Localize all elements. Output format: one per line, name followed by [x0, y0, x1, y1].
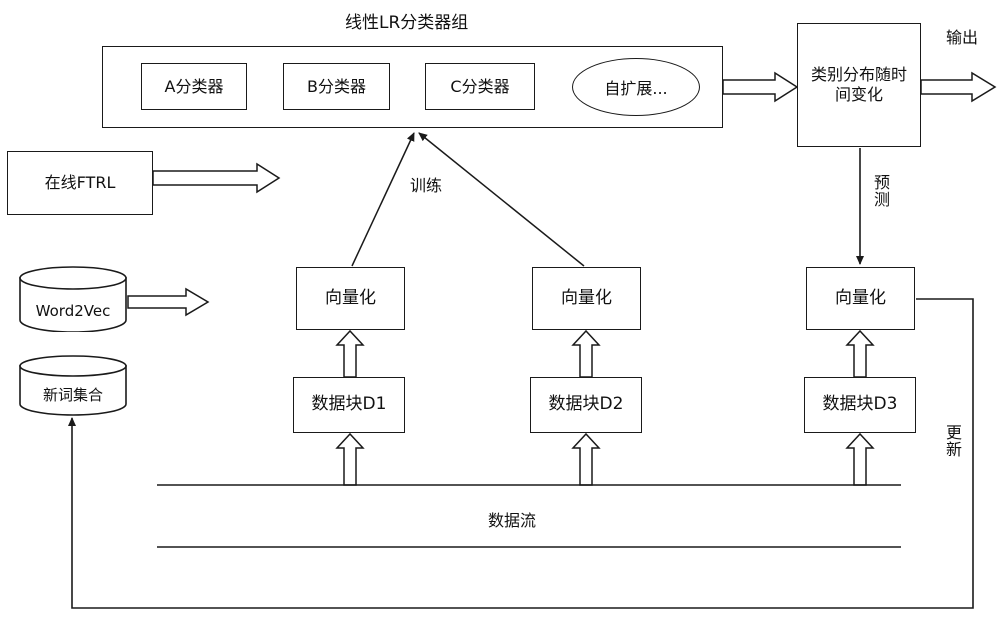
online-ftrl-label: 在线FTRL — [44, 173, 116, 192]
classifier-self-extend-ellipse[interactable]: 自扩展... — [572, 58, 700, 116]
arrow-stream-to-d1 — [335, 432, 365, 486]
classifier-a-box[interactable]: A分类器 — [141, 63, 247, 110]
data-block-1-label: 数据块D1 — [311, 394, 387, 415]
new-word-set-cylinder[interactable]: 新词集合 — [18, 355, 128, 417]
classifier-a-label: A分类器 — [164, 76, 224, 96]
vectorize-box-3[interactable]: 向量化 — [806, 267, 915, 330]
vectorize-1-label: 向量化 — [325, 287, 376, 308]
data-block-2-label: 数据块D2 — [548, 394, 624, 415]
classifier-self-extend-label: 自扩展... — [604, 79, 668, 98]
classifier-c-label: C分类器 — [450, 76, 510, 96]
vectorize-3-label: 向量化 — [835, 287, 886, 308]
page-title: 线性LR分类器组 — [345, 13, 469, 33]
predict-label: 预测 — [871, 174, 890, 208]
vectorize-2-label: 向量化 — [561, 287, 612, 308]
arrow-ftrl-out — [152, 162, 281, 194]
arrow-update-feedback — [68, 298, 974, 609]
arrow-d1-to-vectorize — [335, 329, 365, 378]
word2vec-label: Word2Vec — [35, 302, 111, 320]
classifier-c-box[interactable]: C分类器 — [425, 63, 535, 110]
classifier-b-box[interactable]: B分类器 — [283, 63, 390, 110]
word2vec-cylinder[interactable]: Word2Vec — [18, 266, 128, 332]
arrow-output — [920, 71, 997, 103]
new-word-set-label: 新词集合 — [42, 386, 103, 404]
data-block-box-3[interactable]: 数据块D3 — [804, 377, 916, 433]
data-stream-label: 数据流 — [488, 511, 537, 530]
data-stream-band — [157, 484, 901, 548]
arrow-train-left — [351, 132, 415, 267]
update-label: 更新 — [943, 424, 962, 458]
arrow-d2-to-vectorize — [571, 329, 601, 378]
arrow-train-right — [418, 132, 585, 267]
class-distribution-box[interactable]: 类别分布随时 间变化 — [797, 23, 921, 147]
arrow-stream-to-d2 — [571, 432, 601, 486]
data-block-3-label: 数据块D3 — [822, 394, 898, 415]
arrow-word2vec-out — [127, 287, 210, 317]
arrow-group-to-distribution — [722, 71, 799, 103]
data-block-box-2[interactable]: 数据块D2 — [530, 377, 642, 433]
output-label: 输出 — [946, 28, 979, 47]
vectorize-box-1[interactable]: 向量化 — [296, 267, 405, 330]
train-label: 训练 — [410, 176, 443, 195]
online-ftrl-box[interactable]: 在线FTRL — [7, 151, 153, 215]
arrow-stream-to-d3 — [845, 432, 875, 486]
arrow-d3-to-vectorize — [845, 329, 875, 378]
vectorize-box-2[interactable]: 向量化 — [532, 267, 641, 330]
class-distribution-label-line1: 类别分布随时 — [810, 65, 907, 84]
classifier-b-label: B分类器 — [307, 76, 366, 96]
data-block-box-1[interactable]: 数据块D1 — [293, 377, 405, 433]
class-distribution-label-line2: 间变化 — [834, 85, 883, 104]
